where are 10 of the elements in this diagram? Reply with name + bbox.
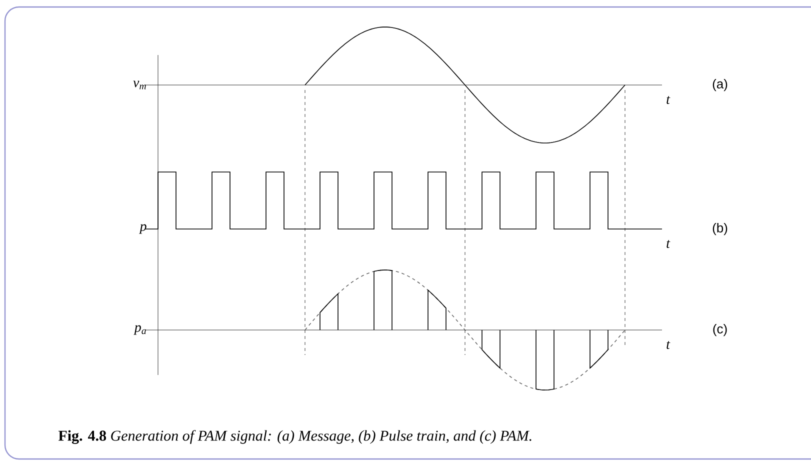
figure-caption: Fig. 4.8 Generation of PAM signal: (a) Message, (b) Pulse train, and (c) PAM. (58, 430, 532, 444)
axis-label: v$_{m}$ (133, 80, 146, 90)
axis-label: p$_{a}$ (134, 325, 146, 335)
axis-label: t (666, 96, 670, 104)
panel-label: (c) (713, 324, 727, 336)
panel-label: (b) (712, 222, 728, 236)
axis-label: t (666, 240, 670, 248)
axis-label: p (139, 224, 146, 234)
axis-label: t (666, 341, 670, 350)
panel-label: (a) (712, 78, 728, 92)
